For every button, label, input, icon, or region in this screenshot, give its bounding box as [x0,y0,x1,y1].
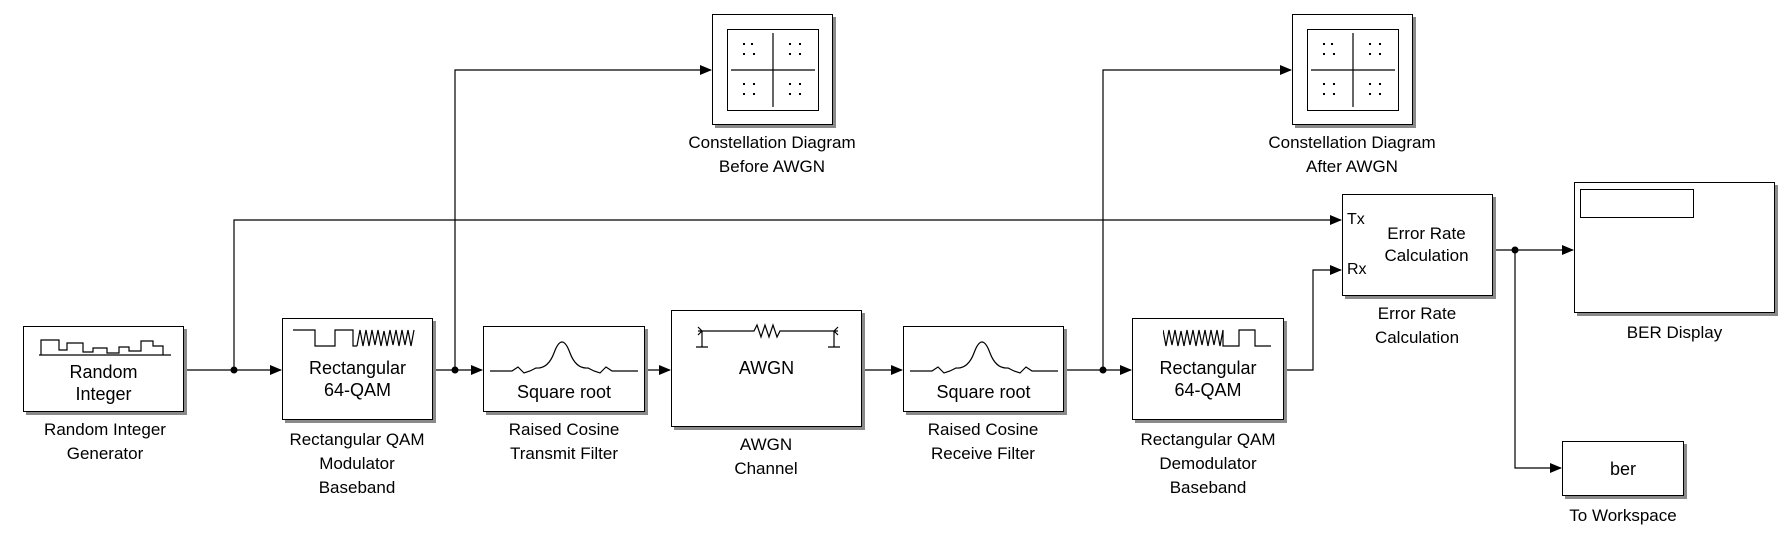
constellation-before-block[interactable] [712,14,833,125]
rx-filter-block[interactable]: Square root [903,326,1064,412]
awgn-channel-caption: AWGN Channel [734,435,798,478]
qam-modulator-label: Rectangular 64-QAM [308,358,407,400]
rx-filter-label: Square root [936,382,1031,402]
line-mod-to-const-before [454,65,712,370]
ber-display-caption: BER Display [1626,323,1723,342]
tx-filter-label: Square root [516,382,612,402]
to-workspace-label: ber [1609,459,1636,479]
raised-cosine-icon [910,341,1058,374]
to-workspace-block[interactable]: ber [1562,441,1684,496]
awgn-channel-block[interactable]: AWGN [671,310,862,427]
tx-filter-block[interactable]: Square root [483,326,645,412]
rx-filter-caption: Raised Cosine Receive Filter [927,420,1039,463]
waveform-icon [293,329,415,347]
constellation-icon [727,29,819,111]
display-value-field [1580,189,1694,218]
line-rand-to-tx [233,215,1342,370]
random-integer-caption: Random Integer Generator [44,420,166,463]
constellation-before-caption: Constellation Diagram Before AWGN [688,133,856,176]
error-rate-caption: Error Rate Calculation [1374,304,1460,347]
qam-modulator-caption: Rectangular QAM Modulator Baseband [289,430,425,497]
qam-demodulator-caption: Rectangular QAM Demodulator Baseband [1140,430,1276,497]
to-workspace-caption: To Workspace [1569,506,1677,525]
constellation-after-caption: Constellation Diagram After AWGN [1268,133,1436,176]
qam-modulator-block[interactable]: Rectangular 64-QAM [282,318,433,420]
constellation-after-block[interactable] [1292,14,1413,125]
raised-cosine-icon [490,341,638,374]
port-tx-label: Tx [1347,211,1365,228]
qam-demodulator-block[interactable]: Rectangular 64-QAM [1132,318,1284,420]
line-rxfilter-to-const-after [1102,65,1292,370]
tx-filter-caption: Raised Cosine Transmit Filter [508,420,620,463]
line-err-to-workspace [1514,250,1562,473]
line-demod-to-rx [1285,265,1342,371]
branch-dot [1099,366,1107,374]
random-integer-label: Random Integer [69,362,138,404]
noise-channel-icon [696,323,840,348]
branch-dot [451,366,459,374]
random-integer-icon [39,339,171,356]
awgn-label: AWGN [738,358,795,378]
error-rate-label: Error Rate Calculation [1384,224,1469,265]
port-rx-label: Rx [1347,261,1367,278]
constellation-icon [1307,29,1399,111]
qam-demodulator-label: Rectangular 64-QAM [1159,358,1257,400]
branch-dot [1511,246,1519,254]
random-integer-block[interactable]: Random Integer [23,326,184,412]
branch-dot [230,366,238,374]
ber-display-block[interactable] [1574,182,1775,313]
waveform-icon [1163,329,1271,347]
error-rate-block[interactable]: Tx Rx Error Rate Calculation [1342,194,1493,296]
